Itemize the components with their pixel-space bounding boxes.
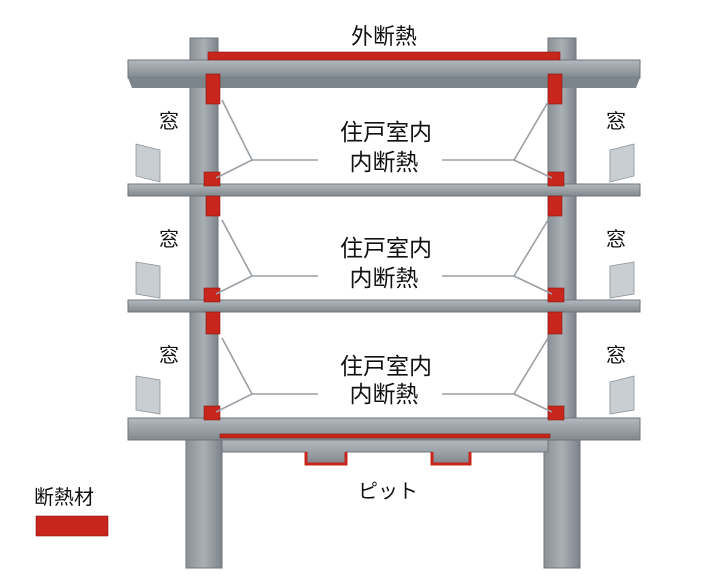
- window-label-left: 窓: [159, 343, 179, 367]
- internal-insulation-label: 内断熱: [350, 266, 419, 292]
- left-foundation-column: [185, 439, 223, 569]
- window-label-right: 窓: [606, 109, 626, 133]
- pit-structure: [221, 439, 549, 466]
- window-label-right: 窓: [606, 343, 626, 367]
- pit-label: ピット: [358, 479, 418, 503]
- internal-insulation-label: 内断熱: [350, 382, 419, 408]
- right-column: [547, 37, 577, 451]
- roof-external-insulation: [207, 51, 561, 61]
- window-label-right: 窓: [606, 227, 626, 251]
- floor-slab-1: [127, 299, 641, 313]
- right-foundation-column: [543, 439, 581, 569]
- legend-label: 断熱材: [34, 485, 94, 509]
- internal-insulation-label: 内断熱: [350, 150, 419, 176]
- legend-swatch: [35, 515, 109, 537]
- right-window-sills: [609, 143, 635, 415]
- floor-slab-2: [127, 183, 641, 197]
- window-label-left: 窓: [159, 227, 179, 251]
- room-label: 住戸室内: [340, 354, 432, 380]
- room-label: 住戸室内: [340, 236, 432, 262]
- external-insulation-label: 外断熱: [351, 25, 417, 50]
- internal-insulation-pieces: [203, 73, 565, 439]
- leader-lines: [215, 99, 553, 413]
- room-label: 住戸室内: [340, 120, 432, 146]
- window-label-left: 窓: [159, 109, 179, 133]
- left-window-sills: [135, 143, 161, 415]
- roof-slab: [127, 59, 641, 88]
- legend: 断熱材: [34, 485, 109, 537]
